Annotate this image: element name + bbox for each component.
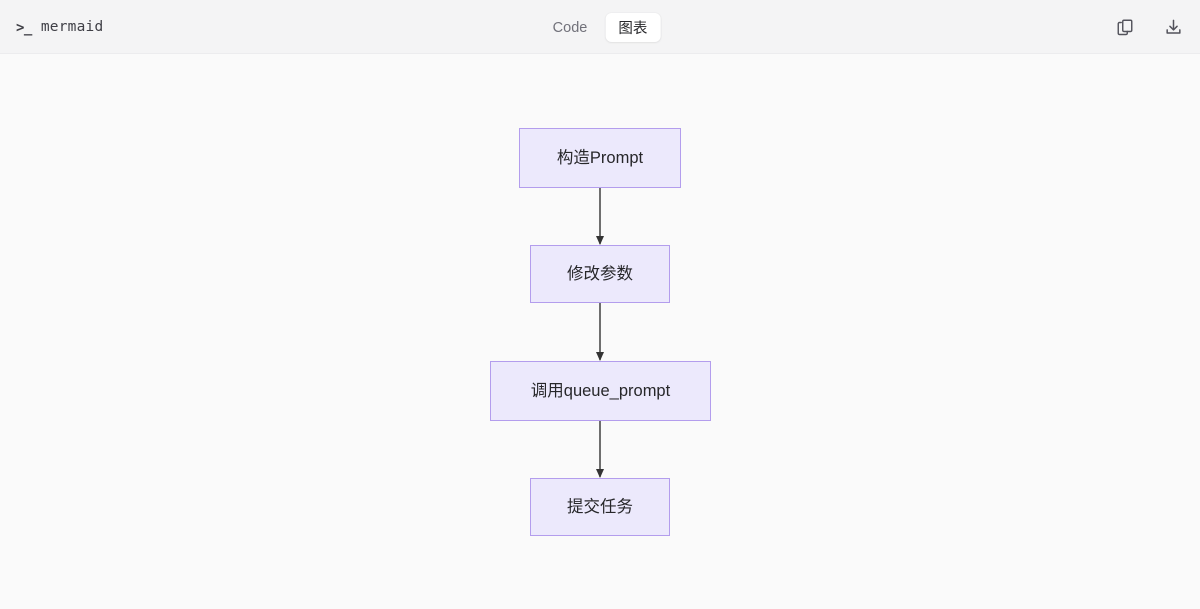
app-brand: >_ mermaid: [16, 0, 103, 54]
flowchart-node-label: 提交任务: [567, 497, 633, 516]
app-title: mermaid: [40, 19, 104, 35]
flowchart-node-label: 修改参数: [567, 264, 633, 283]
tab-diagram[interactable]: 图表: [605, 13, 661, 42]
terminal-prompt-icon: >_: [16, 20, 32, 36]
flowchart-node-label: 调用queue_prompt: [530, 381, 671, 400]
flowchart-node-n3[interactable]: 调用queue_prompt: [490, 361, 711, 421]
view-tabs: Code 图表: [540, 13, 661, 42]
tab-code[interactable]: Code: [540, 13, 601, 42]
header-actions: [1112, 0, 1186, 54]
flowchart-node-n2[interactable]: 修改参数: [530, 245, 670, 303]
flowchart-node-label: 构造Prompt: [556, 148, 644, 167]
flowchart-node-n4[interactable]: 提交任务: [530, 478, 670, 536]
copy-icon: [1116, 18, 1134, 36]
copy-button[interactable]: [1112, 14, 1138, 40]
flowchart-node-n1[interactable]: 构造Prompt: [519, 128, 681, 188]
flowchart-edges: [596, 188, 604, 478]
download-icon: [1164, 18, 1183, 37]
download-button[interactable]: [1160, 14, 1186, 40]
diagram-canvas[interactable]: 构造Prompt 修改参数调用queue_prompt 提交任务: [0, 54, 1200, 609]
app-header: >_ mermaid Code 图表: [0, 0, 1200, 54]
